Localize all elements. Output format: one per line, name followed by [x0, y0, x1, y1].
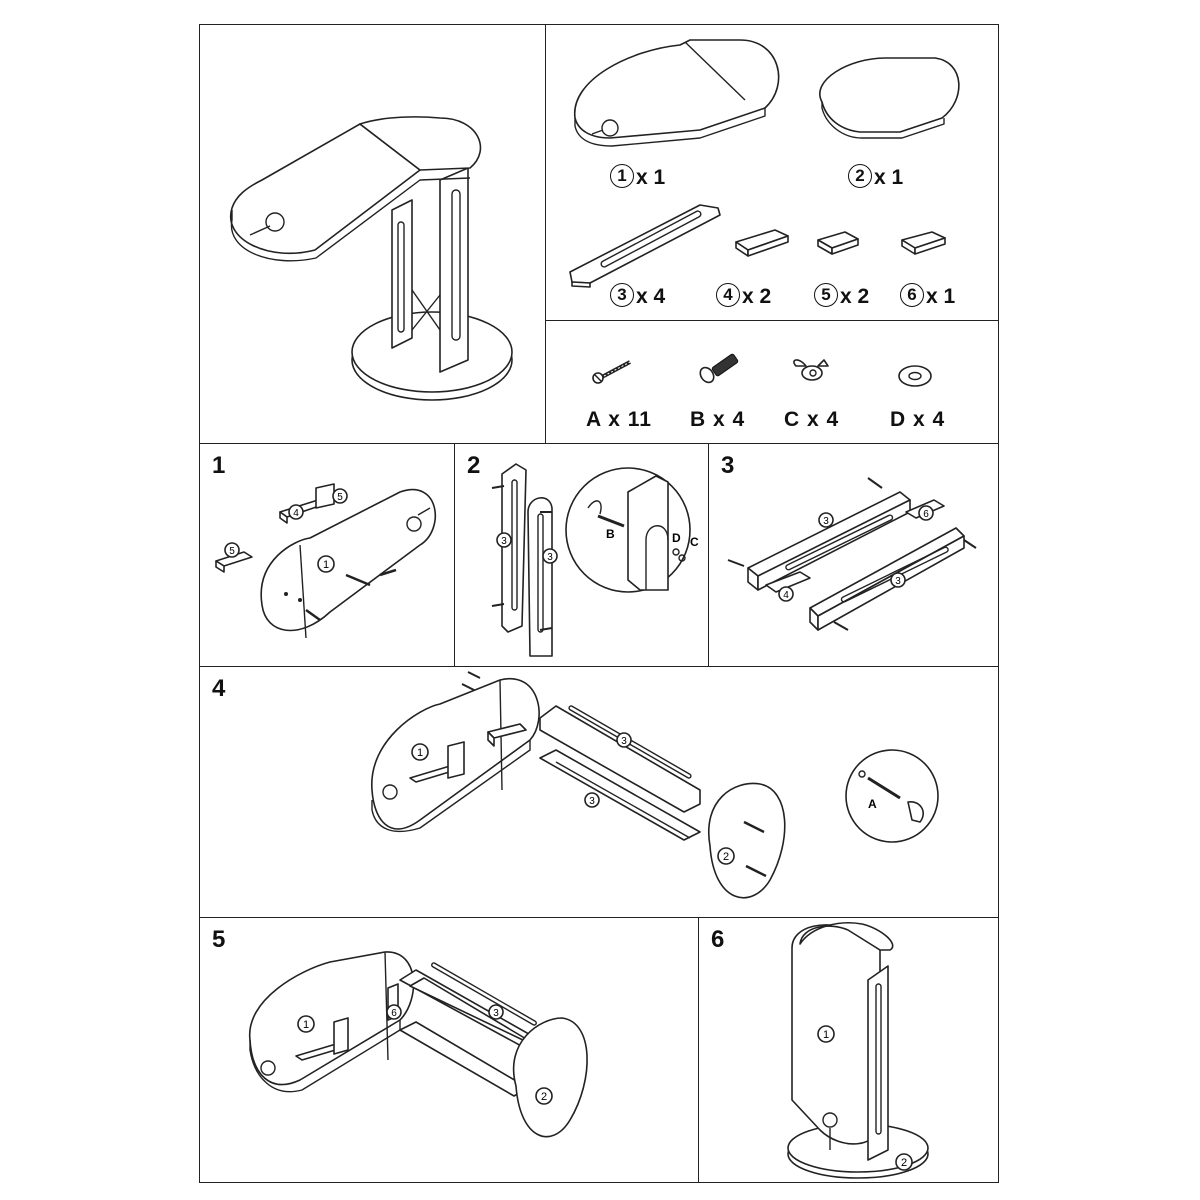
assembled-table-drawing — [229, 116, 513, 401]
hardware-b-label: B x 4 — [690, 408, 746, 431]
hardware-a-label: A x 11 — [586, 408, 652, 431]
part-1-tabletop-drawing — [574, 39, 780, 147]
part-quantity: x 2 — [742, 285, 772, 308]
step-number: 1 — [212, 452, 226, 479]
part-quantity: x 1 — [926, 285, 956, 308]
step-5-drawing — [249, 951, 588, 1138]
step-number: 4 — [212, 675, 226, 702]
part-number-badge: 2 — [848, 164, 872, 189]
part-number-badge: 4 — [716, 283, 740, 308]
part-number-badge: 3 — [610, 283, 634, 308]
step-number: 6 — [711, 926, 725, 953]
part-quantity: x 1 — [874, 166, 904, 189]
step-2-drawing — [491, 463, 691, 657]
step-4-drawing — [371, 671, 939, 899]
part-number-badge: 1 — [610, 164, 634, 189]
part-3-upright-drawing — [569, 204, 721, 288]
washer-icon — [898, 365, 932, 387]
part-quantity: x 4 — [636, 285, 666, 308]
part-number-badge: 6 — [900, 283, 924, 308]
part-2-base-drawing — [819, 57, 960, 139]
bolt-icon — [699, 353, 739, 384]
wing-nut-icon — [793, 359, 829, 381]
part-5-block-drawing — [817, 231, 859, 255]
part-quantity: x 2 — [840, 285, 870, 308]
hardware-c-label: C x 4 — [784, 408, 840, 431]
wood-screw-icon — [592, 360, 631, 384]
part-number-badge: 5 — [814, 283, 838, 308]
step-number: 5 — [212, 926, 226, 953]
step-3-drawing — [727, 477, 977, 631]
step-number: 2 — [467, 452, 481, 479]
part-4-block-drawing — [735, 229, 789, 257]
step-6-drawing — [787, 922, 929, 1179]
hardware-d-label: D x 4 — [890, 408, 946, 431]
step-number: 3 — [721, 452, 735, 479]
step-1-drawing — [215, 483, 437, 639]
part-6-block-drawing — [901, 231, 946, 255]
part-quantity: x 1 — [636, 166, 666, 189]
